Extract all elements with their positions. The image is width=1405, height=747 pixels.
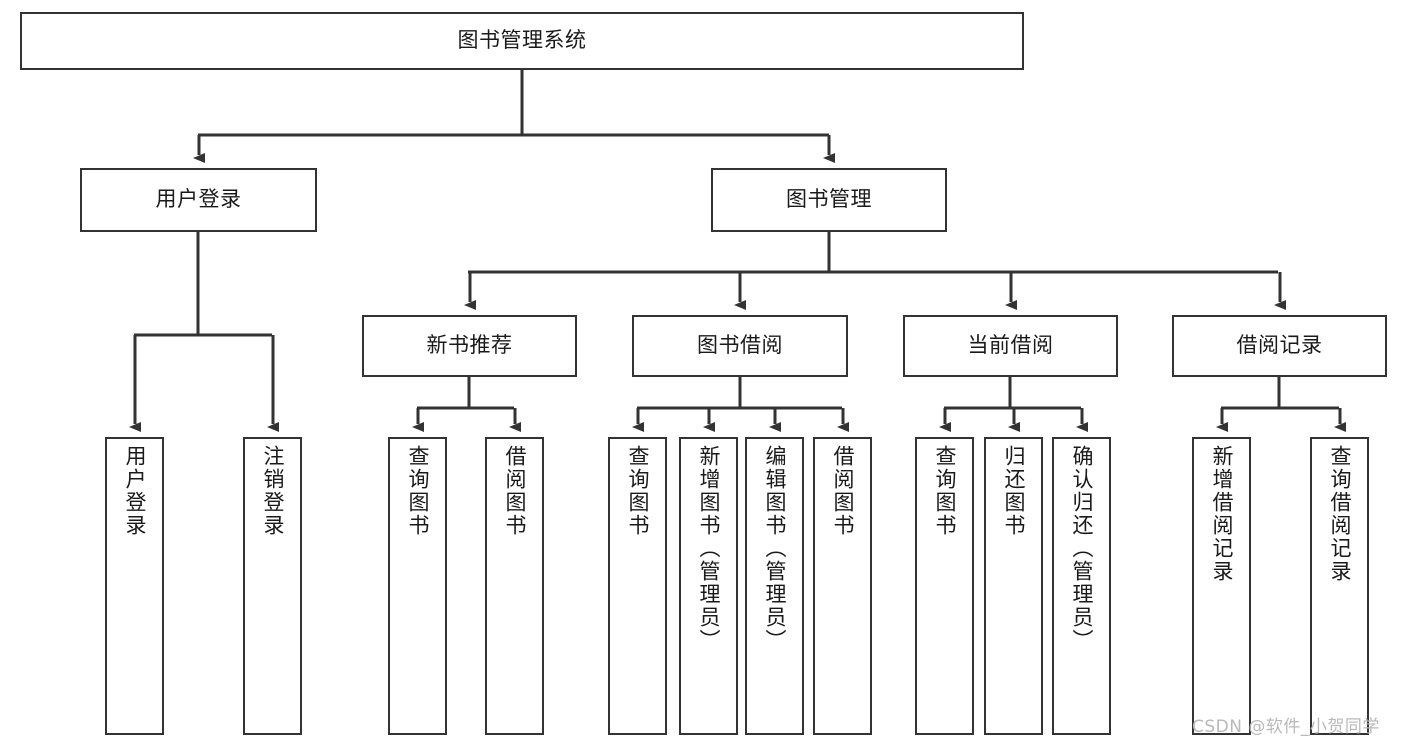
leaf-current-return-book-label: 归还图书 — [1001, 445, 1026, 537]
node-book-management-module[interactable]: 图书管理 — [711, 168, 947, 232]
leaf-user-logout-label: 注销登录 — [260, 445, 285, 537]
leaf-borrow-add-book-label: 新增图书（管理员） — [696, 445, 721, 652]
leaf-record-query[interactable]: 查询借阅记录 — [1310, 437, 1369, 735]
leaf-current-confirm-return[interactable]: 确认归还（管理员） — [1052, 437, 1111, 735]
node-book-borrow[interactable]: 图书借阅 — [632, 315, 848, 377]
leaf-borrow-borrow-book[interactable]: 借阅图书 — [813, 437, 872, 735]
leaf-record-add[interactable]: 新增借阅记录 — [1192, 437, 1251, 735]
leaf-current-query-book-label: 查询图书 — [932, 445, 957, 537]
node-user-login-module-label: 用户登录 — [155, 187, 242, 212]
csdn-watermark: CSDN @软件_小贺同学 — [1192, 717, 1380, 737]
node-new-book-recommend-label: 新书推荐 — [426, 333, 513, 358]
leaf-newbook-borrow-book-label: 借阅图书 — [502, 445, 527, 537]
leaf-newbook-query-book-label: 查询图书 — [405, 445, 430, 537]
leaf-current-confirm-return-label: 确认归还（管理员） — [1069, 445, 1094, 652]
leaf-user-login[interactable]: 用户登录 — [105, 437, 164, 735]
node-current-borrow[interactable]: 当前借阅 — [903, 315, 1118, 377]
leaf-record-query-label: 查询借阅记录 — [1327, 445, 1352, 583]
leaf-newbook-query-book[interactable]: 查询图书 — [388, 437, 447, 735]
node-book-management-module-label: 图书管理 — [786, 187, 872, 212]
leaf-record-add-label: 新增借阅记录 — [1209, 445, 1234, 583]
leaf-newbook-borrow-book[interactable]: 借阅图书 — [485, 437, 544, 735]
leaf-borrow-borrow-book-label: 借阅图书 — [830, 445, 855, 537]
node-user-login-module[interactable]: 用户登录 — [80, 168, 317, 232]
leaf-borrow-add-book[interactable]: 新增图书（管理员） — [679, 437, 738, 735]
node-root-label: 图书管理系统 — [457, 28, 587, 53]
leaf-current-return-book[interactable]: 归还图书 — [984, 437, 1043, 735]
leaf-borrow-query-book-label: 查询图书 — [625, 445, 650, 537]
leaf-borrow-query-book[interactable]: 查询图书 — [608, 437, 667, 735]
node-root[interactable]: 图书管理系统 — [20, 12, 1024, 70]
node-current-borrow-label: 当前借阅 — [967, 333, 1054, 358]
leaf-current-query-book[interactable]: 查询图书 — [915, 437, 974, 735]
node-borrow-record[interactable]: 借阅记录 — [1172, 315, 1387, 377]
node-book-borrow-label: 图书借阅 — [697, 333, 783, 358]
node-new-book-recommend[interactable]: 新书推荐 — [362, 315, 577, 377]
leaf-borrow-edit-book[interactable]: 编辑图书（管理员） — [745, 437, 804, 735]
leaf-user-login-label: 用户登录 — [122, 445, 147, 537]
leaf-user-logout[interactable]: 注销登录 — [243, 437, 302, 735]
node-borrow-record-label: 借阅记录 — [1236, 333, 1323, 358]
leaf-borrow-edit-book-label: 编辑图书（管理员） — [762, 445, 787, 652]
